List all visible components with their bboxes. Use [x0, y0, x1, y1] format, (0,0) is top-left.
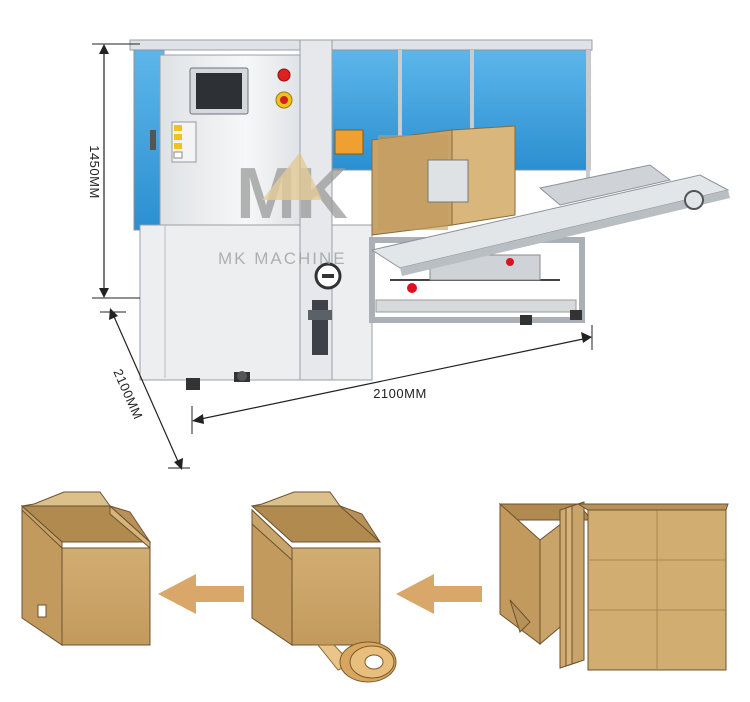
formed-carton-illustration [20, 491, 152, 646]
width-label: 2100MM [373, 386, 427, 401]
hmi-screen [196, 73, 242, 109]
opened-carton-illustration [250, 491, 397, 683]
height-dimension: 1450MM [87, 43, 140, 299]
emergency-stop-icon [277, 68, 291, 82]
arrow-left-icon [396, 574, 482, 614]
height-label: 1450MM [87, 145, 102, 199]
carton-erector-machine [129, 39, 730, 390]
watermark-text: MK MACHINE [218, 249, 347, 268]
tape-roll-icon [339, 641, 397, 683]
width-dimension: 2100MM [191, 325, 593, 434]
flat-carton-illustration [498, 501, 729, 671]
arrow-left-icon [158, 574, 244, 614]
watermark: MK MK MACHINE [218, 152, 348, 268]
